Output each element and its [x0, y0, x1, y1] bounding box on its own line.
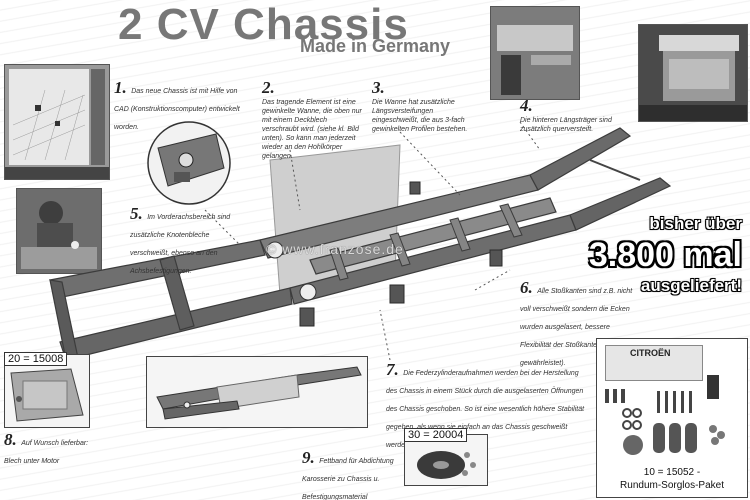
step-9: 9. Fettband für Abdichtung Karosserie zu… [302, 448, 406, 500]
step-1-number: 1. [114, 78, 127, 97]
step-7-number: 7. [386, 360, 399, 379]
kit-brand: CITROËN [630, 348, 671, 358]
step-9-text: Fettband für Abdichtung Karosserie zu Ch… [302, 458, 394, 500]
step-8-number: 8. [4, 430, 17, 449]
kit-parts-graphic [605, 375, 725, 455]
laser-machine-graphic-2 [639, 25, 747, 121]
step-1-text: Das neue Chassis ist mit Hilfe von CAD (… [114, 88, 240, 131]
step-7: 7. Die Federzylinderaufnahmen werden bei… [386, 360, 586, 452]
parts-kit-inset: CITROËN 10 = 15052 - Rundum-Sorglos-Pake… [596, 338, 748, 498]
step-4-text: Die hinteren Längsträger sind zusätzlich… [520, 117, 612, 133]
laser-machine-photo-2 [638, 24, 748, 122]
promo-line-1: bisher über [649, 214, 742, 233]
cad-screen-graphic [5, 69, 109, 179]
kit-box: CITROËN [605, 345, 703, 381]
engine-plate-inset [4, 354, 90, 428]
chassis-plate-graphic [156, 366, 362, 420]
step-5-text: Im Vorderachsbereich sind zusätzliche Kn… [130, 214, 231, 275]
step-3: 3. Die Wanne hat zusätzliche Längsverste… [372, 78, 470, 134]
step-7-text: Die Federzylinderaufnahmen werden bei de… [386, 370, 585, 449]
watermark-text: © www.franzose.de [266, 241, 404, 257]
step-6-text: Alle Stoßkanten sind z.B. nicht voll ver… [520, 288, 633, 367]
kit-caption-1: 10 = 15052 - [643, 467, 701, 478]
step-8: 8. Auf Wunsch lieferbar: Blech unter Mot… [4, 430, 102, 468]
grease-tape-label: 30 = 20004 [404, 428, 468, 442]
step-6-number: 6. [520, 278, 533, 297]
promo-line-3: ausgeliefert! [640, 276, 742, 295]
welding-graphic [17, 189, 101, 273]
promo-count: 3.800 mal [588, 236, 742, 274]
engine-plate-graphic [10, 368, 84, 422]
page-subtitle: Made in Germany [300, 36, 451, 56]
grease-tape-graphic [417, 451, 476, 479]
laser-machine-graphic-1 [491, 7, 579, 99]
page-title: 2 CV Chassis [118, 0, 409, 49]
step-3-number: 3. [372, 78, 385, 97]
step-8-text: Auf Wunsch lieferbar: Blech unter Motor [4, 440, 89, 465]
step-2-number: 2. [262, 78, 275, 97]
detail-magnifier [147, 121, 231, 205]
step-6: 6. Alle Stoßkanten sind z.B. nicht voll … [520, 278, 636, 370]
step-9-number: 9. [302, 448, 315, 467]
engine-plate-label: 20 = 15008 [4, 352, 68, 366]
step-2-text: Das tragende Element ist eine gewinkelte… [262, 99, 362, 160]
laser-machine-photo-1 [490, 6, 580, 100]
kit-caption-2: Rundum-Sorglos-Paket [620, 480, 724, 491]
step-4-number: 4. [520, 96, 533, 115]
step-5: 5. Im Vorderachsbereich sind zusätzliche… [130, 204, 242, 278]
chassis-plate-inset [146, 356, 368, 428]
welding-photo [16, 188, 102, 274]
step-2: 2. Das tragende Element ist eine gewinke… [262, 78, 362, 161]
cad-screen-photo [4, 64, 110, 180]
step-3-text: Die Wanne hat zusätzliche Längsversteifu… [372, 99, 468, 133]
step-1: 1. Das neue Chassis ist mit Hilfe von CA… [114, 78, 254, 134]
step-5-number: 5. [130, 204, 143, 223]
step-4: 4. Die hinteren Längsträger sind zusätzl… [520, 96, 620, 134]
